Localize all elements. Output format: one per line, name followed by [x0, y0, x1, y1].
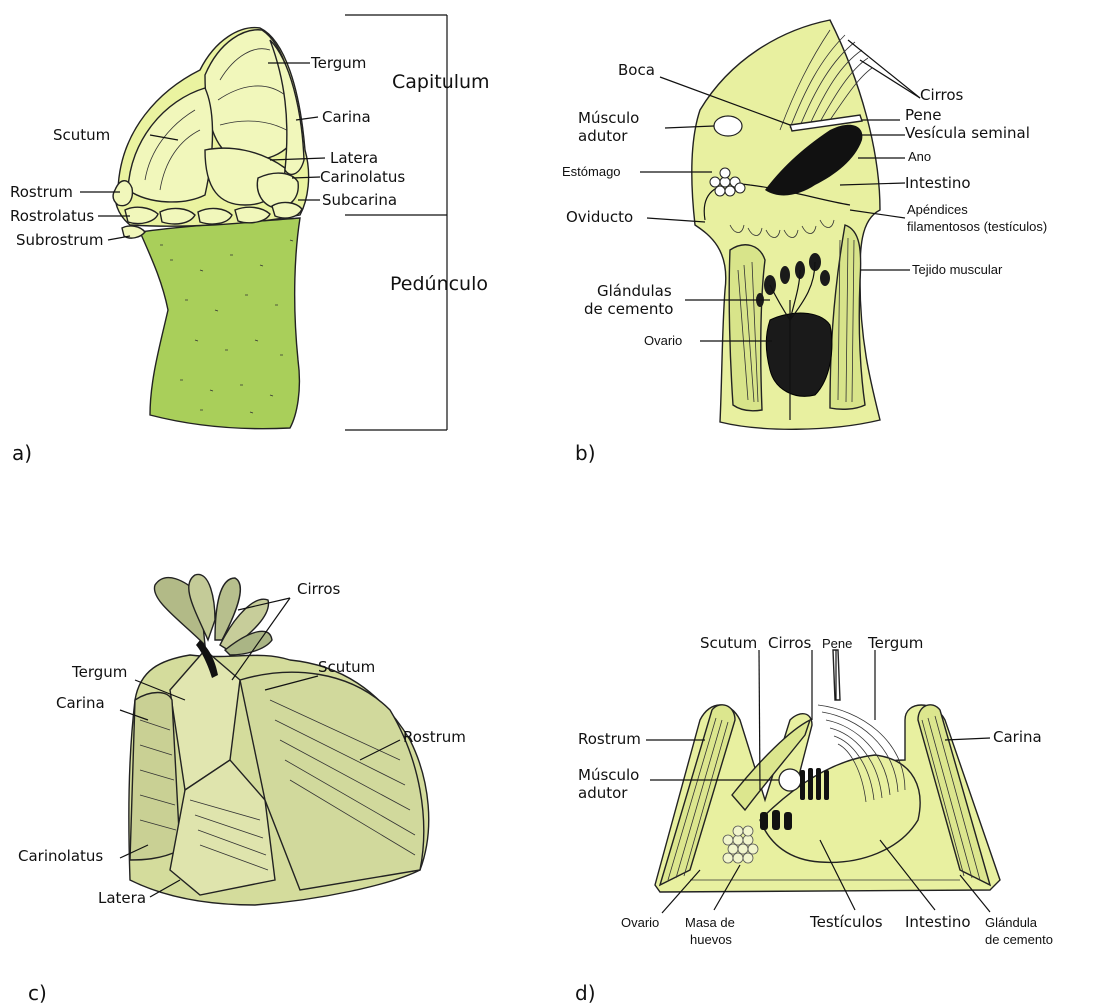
label-oviducto: Oviducto	[566, 208, 633, 226]
label-subrostrum: Subrostrum	[16, 231, 104, 249]
label-latera-c: Latera	[98, 889, 146, 907]
label-ano: Ano	[908, 149, 931, 164]
label-scutum-d: Scutum	[700, 634, 757, 652]
label-cirros-c: Cirros	[297, 580, 341, 598]
label-scutum-c: Scutum	[318, 658, 375, 676]
label-tergum-d: Tergum	[867, 634, 923, 652]
label-carinolatus-c: Carinolatus	[18, 847, 103, 865]
label-rostrolatus: Rostrolatus	[10, 207, 94, 225]
label-ovario-d: Ovario	[621, 915, 659, 930]
label-musculo-b1: Músculo	[578, 109, 639, 127]
peduncle-shape	[140, 218, 300, 429]
label-apendices-1: Apéndices	[907, 202, 968, 217]
label-rostrum-c: Rostrum	[403, 728, 466, 746]
panel-b: Boca Cirros Pene Músculo adutor Vesícula…	[562, 20, 1047, 465]
label-masa-1: Masa de	[685, 915, 735, 930]
label-musculo-d1: Músculo	[578, 766, 639, 784]
panel-a-letter: a)	[12, 441, 32, 465]
label-tejido: Tejido muscular	[912, 262, 1003, 277]
panel-c: Cirros Tergum Scutum Carina Rostrum Cari…	[18, 574, 466, 1005]
adductor-d	[779, 769, 801, 791]
label-cirros-d: Cirros	[768, 634, 812, 652]
label-musculo-b2: adutor	[578, 127, 628, 145]
rostrum-plate	[113, 181, 132, 206]
label-carinolatus: Carinolatus	[320, 168, 405, 186]
label-peduncle: Pedúnculo	[390, 273, 488, 295]
label-apendices-2: filamentosos (testículos)	[907, 219, 1047, 234]
label-ovario-b: Ovario	[644, 333, 682, 348]
adductor-muscle	[714, 116, 742, 136]
panel-a: Tergum Capitulum Scutum Carina Latera Ca…	[10, 15, 490, 465]
label-vesicula: Vesícula seminal	[905, 124, 1030, 142]
panel-c-letter: c)	[28, 981, 47, 1005]
label-intestino-d: Intestino	[905, 913, 971, 931]
label-pene-b: Pene	[905, 106, 941, 124]
label-glandulas-2: de cemento	[584, 300, 673, 318]
panel-d: Scutum Cirros Pene Tergum Rostrum Carina…	[575, 634, 1053, 1005]
label-rostrum: Rostrum	[10, 183, 73, 201]
label-glandula-1: Glándula	[985, 915, 1038, 930]
label-subcarina: Subcarina	[322, 191, 397, 209]
label-carina-c: Carina	[56, 694, 105, 712]
label-scutum: Scutum	[53, 126, 110, 144]
label-pene-d: Pene	[822, 636, 852, 651]
label-tergum: Tergum	[310, 54, 366, 72]
label-boca: Boca	[618, 61, 655, 79]
label-capitulum: Capitulum	[392, 71, 490, 93]
label-carina-d: Carina	[993, 728, 1042, 746]
panel-b-letter: b)	[575, 441, 596, 465]
label-carina: Carina	[322, 108, 371, 126]
label-cirros-b: Cirros	[920, 86, 964, 104]
label-glandula-2: de cemento	[985, 932, 1053, 947]
label-testiculos: Testículos	[809, 913, 883, 931]
label-tergum-c: Tergum	[71, 663, 127, 681]
label-rostrum-d: Rostrum	[578, 730, 641, 748]
label-musculo-d2: adutor	[578, 784, 628, 802]
label-estomago: Estómago	[562, 164, 621, 179]
panel-d-letter: d)	[575, 981, 596, 1005]
label-latera: Latera	[330, 149, 378, 167]
label-intestino-b: Intestino	[905, 174, 971, 192]
label-glandulas-1: Glándulas	[597, 282, 672, 300]
label-masa-2: huevos	[690, 932, 732, 947]
